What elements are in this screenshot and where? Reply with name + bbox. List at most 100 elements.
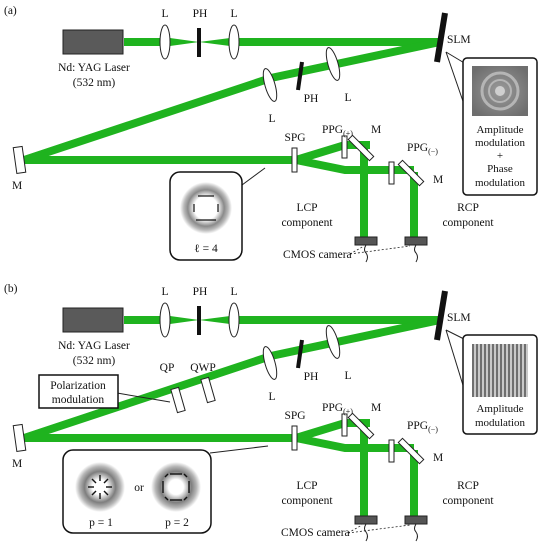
qwp-label: QWP <box>190 362 216 374</box>
vector-mode-p2-image <box>151 462 201 512</box>
rcp-label: RCP <box>457 480 479 492</box>
camera-label: CMOS camera <box>283 249 352 261</box>
lens-label: L <box>161 8 168 20</box>
panel-b: (b) Nd: YAG Laser (532 nm) L PH L SLM L … <box>4 283 538 542</box>
lens-label: L <box>344 370 351 382</box>
ppg-plus-label: PPG(+) <box>322 124 353 138</box>
lens <box>228 24 240 60</box>
mirror <box>347 134 375 162</box>
vector-mode-p1-image <box>75 462 125 512</box>
lens <box>228 302 240 338</box>
mirror <box>397 159 425 187</box>
ppg-minus <box>388 161 395 185</box>
cmos-camera <box>404 515 428 525</box>
mirror-label: M <box>12 180 22 192</box>
rcp-label: RCP <box>457 202 479 214</box>
slm-label: SLM <box>447 34 471 46</box>
rcp-label-line2: component <box>442 217 494 229</box>
slm-label: SLM <box>447 312 471 324</box>
cmos-camera <box>354 236 378 246</box>
panel-a: (a) Nd: YAG Laser (532 nm) L PH L SLM <box>4 5 538 263</box>
spg-grating <box>291 147 298 173</box>
camera-cable <box>364 523 368 542</box>
vortex-mode-image <box>180 182 232 234</box>
qwp-plate <box>200 376 216 404</box>
pinhole-label: PH <box>304 371 319 383</box>
ppg-plus-label: PPG(+) <box>322 402 353 416</box>
cmos-camera <box>404 236 428 246</box>
spg-label: SPG <box>284 410 305 422</box>
laser-wavelength: (532 nm) <box>73 77 116 89</box>
slm-callout-line: modulation <box>475 177 526 189</box>
laser-label: Nd: YAG Laser <box>58 340 130 352</box>
lens-label: L <box>344 92 351 104</box>
lens-label: L <box>268 391 275 403</box>
inset-label: ℓ = 4 <box>194 243 218 255</box>
slm-callout-line: modulation <box>475 417 526 429</box>
rcp-label-line2: component <box>442 495 494 507</box>
camera-cable <box>414 244 418 263</box>
camera-cable <box>364 244 368 263</box>
lens-label: L <box>230 286 237 298</box>
lcp-label: LCP <box>296 480 317 492</box>
laser-wavelength: (532 nm) <box>73 355 116 367</box>
pinhole <box>296 339 304 369</box>
mirror-label: M <box>12 458 22 470</box>
mirror-label: M <box>371 124 381 136</box>
pinhole <box>296 61 304 91</box>
lcp-label: LCP <box>296 202 317 214</box>
pinhole-label: PH <box>304 93 319 105</box>
lens <box>325 47 341 81</box>
lens-label: L <box>268 113 275 125</box>
spg-label: SPG <box>284 132 305 144</box>
laser-body <box>62 29 124 55</box>
camera-label: CMOS camera <box>281 527 350 539</box>
polarization-line2: modulation <box>52 394 105 406</box>
ppg-minus-label: PPG(−) <box>407 420 438 434</box>
ppg-minus-label: PPG(−) <box>407 142 438 156</box>
slm-callout-line: Amplitude <box>476 124 523 136</box>
laser-body <box>62 307 124 333</box>
mirror <box>12 145 27 174</box>
pinhole-label: PH <box>193 8 208 20</box>
slm-callout-line: Phase <box>487 163 513 175</box>
lens <box>325 325 341 359</box>
slm-callout-line: + <box>497 150 503 162</box>
mirror-label: M <box>433 174 443 186</box>
slm-callout-line: modulation <box>475 137 526 149</box>
mirror <box>397 437 425 465</box>
ppg-minus <box>388 439 395 463</box>
p1-label: p = 1 <box>89 517 113 529</box>
polarization-callout <box>38 374 119 409</box>
pinhole-label: PH <box>193 286 208 298</box>
p2-label: p = 2 <box>165 517 189 529</box>
qp-label: QP <box>160 362 175 374</box>
ppg-plus <box>341 413 348 437</box>
mirror <box>12 423 27 452</box>
laser-label: Nd: YAG Laser <box>58 62 130 74</box>
camera-cable <box>414 523 418 542</box>
mirror-label: M <box>371 402 381 414</box>
amplitude-grating-image <box>472 344 528 397</box>
lens <box>262 68 278 102</box>
panel-tag: (a) <box>4 5 17 17</box>
lens <box>159 302 171 338</box>
lens-label: L <box>230 8 237 20</box>
lcp-label-line2: component <box>281 495 333 507</box>
mirror <box>347 412 375 440</box>
ppg-plus <box>341 135 348 159</box>
slm <box>434 12 448 63</box>
lens-label: L <box>161 286 168 298</box>
lcp-label-line2: component <box>281 217 333 229</box>
slm-callout-line: Amplitude <box>476 403 523 415</box>
qp-plate <box>170 386 186 414</box>
slm <box>434 290 448 341</box>
phase-mask-image <box>472 66 528 116</box>
spg-grating <box>291 425 298 451</box>
cmos-camera <box>354 515 378 525</box>
lens <box>262 346 278 380</box>
polarization-line1: Polarization <box>50 380 106 392</box>
or-label: or <box>134 482 144 494</box>
panel-tag: (b) <box>4 283 18 295</box>
